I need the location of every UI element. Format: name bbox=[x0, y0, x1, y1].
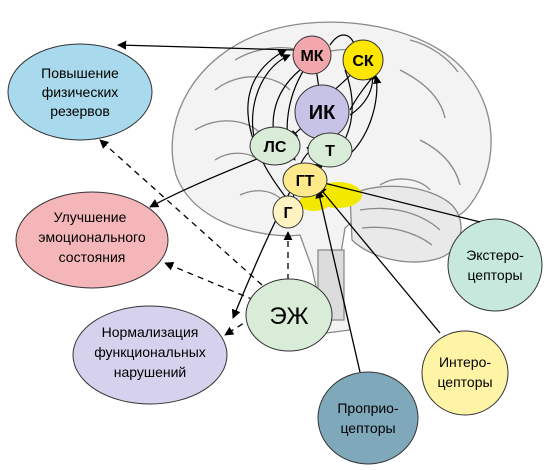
normalization-line-2: функциональных bbox=[94, 344, 206, 360]
g-label: Г bbox=[283, 205, 292, 222]
emotional-line-2: эмоционального bbox=[38, 229, 145, 245]
physical-line-3: резервов bbox=[50, 103, 110, 119]
oval-emotional-state: Улучшение эмоционального состояния bbox=[16, 192, 168, 288]
region-mk: МК bbox=[293, 36, 331, 74]
intero-line-2: цепторы bbox=[437, 374, 492, 390]
oval-extero: Экстеро- цепторы bbox=[448, 219, 542, 311]
region-sk: СК bbox=[343, 40, 383, 80]
region-ls: ЛС bbox=[250, 127, 300, 165]
region-ik: ИК bbox=[295, 85, 349, 139]
physical-line-1: Повышение bbox=[41, 65, 119, 81]
extero-line-2: цепторы bbox=[467, 267, 522, 283]
emotional-line-3: состояния bbox=[59, 249, 126, 265]
oval-intero: Интеро- цепторы bbox=[422, 331, 508, 415]
intero-line-1: Интеро- bbox=[439, 354, 491, 370]
emotional-line-1: Улучшение bbox=[54, 209, 127, 225]
ls-label: ЛС bbox=[264, 139, 287, 156]
normalization-line-3: нарушений bbox=[114, 364, 187, 380]
sk-label: СК bbox=[352, 53, 374, 70]
region-g: Г bbox=[273, 196, 303, 228]
physical-line-2: физических bbox=[42, 84, 119, 100]
t-label: Т bbox=[325, 143, 335, 160]
region-gt: ГТ bbox=[283, 163, 327, 197]
proprio-line-1: Проприо- bbox=[337, 400, 399, 416]
ezh-label: ЭЖ bbox=[269, 303, 308, 330]
region-t: Т bbox=[308, 133, 352, 167]
oval-normalization: Нормализация функциональных нарушений bbox=[73, 306, 227, 404]
gt-label: ГТ bbox=[296, 173, 315, 190]
oval-ezh: ЭЖ bbox=[246, 279, 332, 351]
mk-label: МК bbox=[300, 48, 323, 65]
oval-proprio: Проприо- цепторы bbox=[318, 372, 418, 464]
extero-line-1: Экстеро- bbox=[466, 247, 524, 263]
proprio-line-2: цепторы bbox=[340, 420, 395, 436]
ik-label: ИК bbox=[309, 102, 336, 124]
oval-physical-reserves: Повышение физических резервов bbox=[8, 44, 152, 140]
normalization-line-1: Нормализация bbox=[102, 324, 199, 340]
